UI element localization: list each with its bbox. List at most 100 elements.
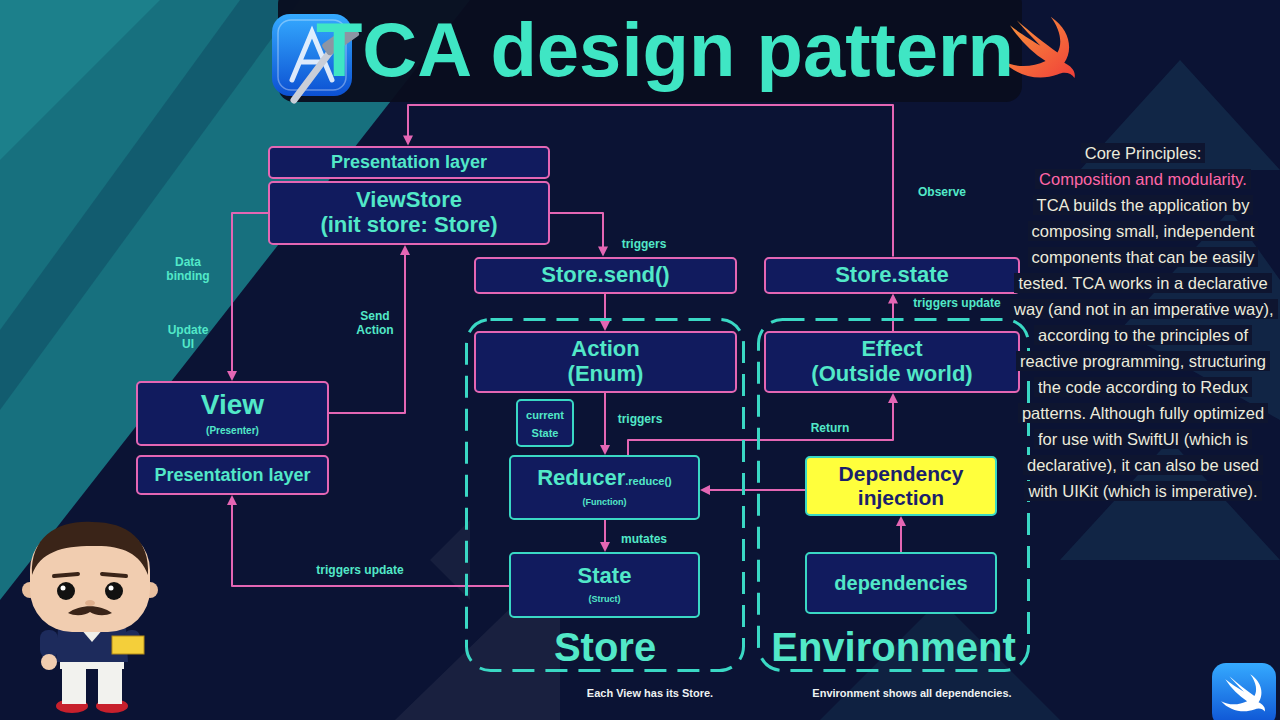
dark-stripe (0, 0, 300, 410)
text-line: Reducer.reduce() (537, 466, 672, 491)
environment-region: EnvironmentEnvironment shows all depende… (757, 318, 1030, 672)
region-heading: Store (554, 625, 656, 669)
method-box: Store.send() (474, 257, 737, 294)
edge-label-row: Observe (912, 186, 972, 200)
hand (41, 654, 57, 670)
edge-label-row: triggers (612, 413, 668, 427)
layer-box: Presentation layer (136, 455, 329, 495)
node-text: .reduce() (625, 475, 671, 487)
text-line: Core Principles: (1010, 140, 1276, 166)
reducer-box: Reducer.reduce()(Function) (509, 455, 700, 520)
connector-group (329, 245, 410, 413)
mustache (68, 606, 112, 615)
edge-label-row: triggers update (300, 564, 420, 578)
connector-group (600, 393, 610, 455)
arrowhead (888, 393, 898, 403)
action-box: Action(Enum) (474, 331, 737, 393)
text-line: State (578, 564, 632, 589)
connector-group (628, 393, 898, 455)
text-line: (init store: Store) (320, 213, 497, 238)
connector (900, 525, 902, 552)
connector (892, 303, 894, 332)
region-heading: Environment (771, 625, 1015, 669)
eye (105, 582, 123, 600)
text-line: View (201, 389, 264, 420)
state-box: State (Struct) (509, 552, 700, 618)
node-text: Presentation layer (154, 465, 310, 485)
arrowhead (600, 321, 610, 331)
node-text: Reducer (537, 465, 625, 490)
watermark-shape (1080, 60, 1280, 170)
region-heading-row: Store (465, 627, 745, 667)
text-line: (Function) (583, 491, 627, 509)
icon-tile (1212, 663, 1276, 720)
text-line: (Outside world) (811, 362, 972, 387)
biscuit-box (112, 636, 144, 654)
store-region: StoreEach View has its Store.Action(Enum… (465, 318, 745, 672)
node-text: Presentation layer (331, 152, 487, 172)
node-text: Store.state (835, 262, 949, 287)
brows (54, 574, 126, 576)
light-corner (0, 0, 160, 160)
text-line: (Enum) (568, 362, 644, 387)
view-box: View(Presenter) (136, 381, 329, 446)
connector (604, 520, 606, 543)
connector-group (600, 294, 610, 332)
sleeve (40, 630, 58, 658)
swiftui-icon (1212, 663, 1276, 720)
note-row: Update UI (163, 324, 213, 352)
edge-label-row: Return (800, 422, 860, 436)
text-line: (Struct) (589, 588, 621, 606)
edge-label-row: triggers (614, 238, 674, 252)
eye-glint (61, 586, 66, 591)
edge-note: Update UI (168, 323, 209, 351)
arrowhead (227, 371, 237, 381)
node-text: (Struct) (589, 594, 621, 604)
arrowhead (600, 445, 610, 455)
connector-group (700, 485, 805, 495)
edge-label-row: Data binding (163, 256, 213, 284)
node-text: TCA builds the application by composing … (1010, 195, 1278, 501)
pale-triangle (430, 520, 470, 600)
edge-label: triggers (622, 237, 667, 251)
text-line: Presentation layer (154, 465, 310, 485)
arrowhead (403, 136, 413, 146)
connector-group (600, 520, 610, 552)
arrowhead (227, 495, 237, 505)
text-line: TCA builds the application by composing … (1010, 192, 1276, 504)
edge-label-row: Send Action (348, 310, 402, 338)
caption-row: Environment shows all dependencies. (792, 682, 1032, 701)
eye-glint (109, 586, 114, 591)
title-text: TCA design pattern (316, 7, 1014, 92)
text-line: Action (571, 337, 639, 362)
connector-group (896, 516, 906, 552)
text-line: Dependency injection (817, 462, 985, 509)
title-row: TCA design pattern (285, 0, 1045, 100)
connector (550, 213, 603, 248)
node-text: State (578, 563, 632, 588)
swift-bird-group (1221, 674, 1265, 711)
node-text: dependencies (834, 572, 967, 594)
connector-group (550, 213, 608, 257)
dashed-border (759, 320, 1029, 671)
node-text: Dependency injection (839, 462, 964, 509)
method-box: Store.state (764, 257, 1020, 294)
connector (604, 393, 606, 446)
edge-label: triggers (618, 412, 663, 426)
effect-box: Effect(Outside world) (764, 331, 1020, 393)
connector (329, 254, 405, 413)
edge-label: Data binding (166, 255, 209, 283)
text-line: Effect (861, 337, 922, 362)
viewstore-box: ViewStore(init store: Store) (268, 181, 550, 245)
text-line: ViewStore (356, 188, 462, 213)
connector (709, 489, 805, 491)
nose (85, 600, 95, 606)
arrowhead (400, 245, 410, 255)
edge-label: triggers update (913, 296, 1000, 310)
layer-header: Presentation layer (268, 146, 550, 179)
connector (232, 213, 268, 372)
text-line: current State (522, 405, 568, 441)
hair (32, 522, 148, 575)
text-line: Store.state (835, 263, 949, 288)
